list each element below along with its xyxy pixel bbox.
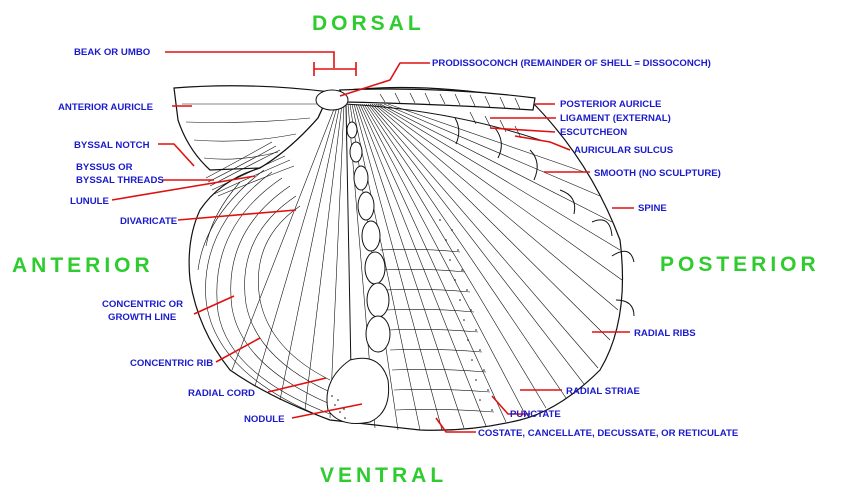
bivalve-shell-drawing <box>173 85 635 431</box>
label-beak: BEAK OR UMBO <box>74 47 151 58</box>
anterior-label: ANTERIOR <box>12 254 154 277</box>
ligament-hatching <box>379 92 521 110</box>
label-punctate: PUNCTATE <box>510 409 561 420</box>
label-byssus-2: BYSSAL THREADS <box>76 175 164 186</box>
concentric-growth-lines <box>197 169 331 417</box>
label-costate: COSTATE, CANCELLATE, DECUSSATE, OR RETIC… <box>478 428 739 439</box>
label-ligament: LIGAMENT (EXTERNAL) <box>560 113 671 124</box>
leader-radial-cord <box>267 377 327 393</box>
leader-beak-bracket <box>313 62 357 76</box>
label-concentric-growth-1: CONCENTRIC OR <box>102 299 183 310</box>
label-radial-cord: RADIAL CORD <box>188 388 255 399</box>
leader-prodissoconch <box>339 62 430 97</box>
label-anterior-auricle: ANTERIOR AURICLE <box>58 102 154 113</box>
main-valve-outline <box>188 86 624 431</box>
label-nodule: NODULE <box>244 414 285 425</box>
label-smooth: SMOOTH (NO SCULPTURE) <box>594 168 721 179</box>
escutcheon-band <box>344 103 541 141</box>
punctate-dots <box>439 219 493 411</box>
ventral-label: VENTRAL <box>320 464 447 487</box>
leader-concentric-growth <box>193 295 235 315</box>
label-radial-ribs: RADIAL RIBS <box>634 328 696 339</box>
label-byssus-1: BYSSUS OR <box>76 162 133 173</box>
leader-nodule <box>291 403 363 419</box>
label-byssal-notch: BYSSAL NOTCH <box>74 140 150 151</box>
leader-concentric-rib <box>215 337 261 363</box>
label-auricular-sulcus: AURICULAR SULCUS <box>574 145 674 156</box>
leader-costate <box>435 417 476 433</box>
label-concentric-growth-2: GROWTH LINE <box>108 312 177 323</box>
label-divaricate: DIVARICATE <box>120 216 178 227</box>
label-lunule: LUNULE <box>70 196 110 207</box>
leader-byssal-notch <box>158 143 195 167</box>
label-concentric-rib: CONCENTRIC RIB <box>130 358 213 369</box>
shell-spines <box>454 117 635 317</box>
label-radial-striae: RADIAL STRIAE <box>566 386 641 397</box>
leader-escutcheon <box>489 127 556 133</box>
label-spine: SPINE <box>638 203 667 214</box>
cancellate-lines <box>379 249 495 413</box>
leader-divaricate <box>177 209 297 221</box>
leader-beak <box>165 51 335 68</box>
label-prodissoconch: PRODISSOCONCH (REMAINDER OF SHELL = DISS… <box>432 58 711 69</box>
anterior-auricle-growth-lines <box>181 103 318 160</box>
leader-lunule <box>111 175 256 201</box>
orientation-labels: DORSAL VENTRAL ANTERIOR POSTERIOR <box>12 12 820 487</box>
label-posterior-auricle: POSTERIOR AURICLE <box>560 99 662 110</box>
beak-umbo-shape <box>315 89 349 111</box>
leader-punctate <box>491 395 530 415</box>
radial-ribs <box>231 103 623 431</box>
escutcheon-hatching <box>469 111 522 139</box>
leader-auricular-sulcus <box>514 135 571 151</box>
leader-lines <box>111 51 634 433</box>
label-escutcheon: ESCUTCHEON <box>560 127 627 138</box>
posterior-label: POSTERIOR <box>660 253 820 276</box>
posterior-auricle-shape <box>339 88 536 111</box>
dorsal-label: DORSAL <box>312 12 425 35</box>
part-labels: BEAK OR UMBO ANTERIOR AURICLE BYSSAL NOT… <box>58 47 739 439</box>
